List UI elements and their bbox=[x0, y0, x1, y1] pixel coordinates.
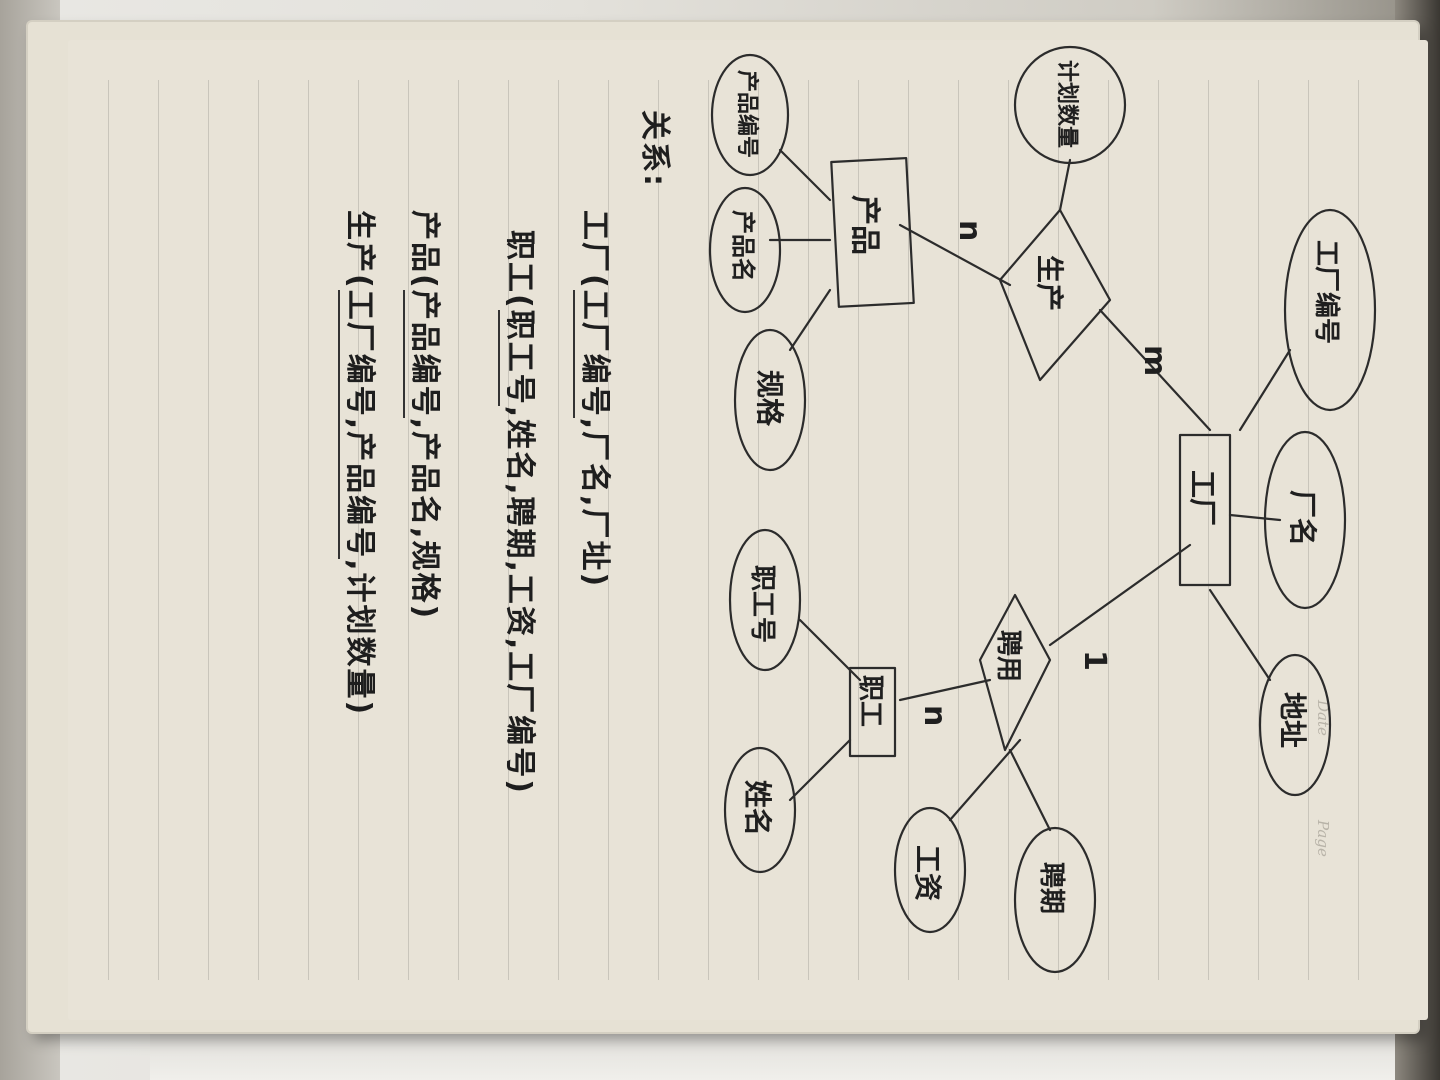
svg-text:计划数量: 计划数量 bbox=[1054, 60, 1080, 148]
attr-employee-id: 职工号 bbox=[728, 528, 802, 672]
ruled-line bbox=[558, 80, 559, 980]
line-employ-employee bbox=[898, 678, 992, 702]
ruled-line bbox=[908, 80, 909, 980]
ruled-line bbox=[258, 80, 259, 980]
attr-planned-qty: 计划数量 bbox=[1013, 45, 1127, 165]
primary-key: 产品编号 bbox=[403, 289, 442, 418]
svg-text:规格: 规格 bbox=[753, 370, 786, 427]
line-factory-address bbox=[1208, 588, 1272, 682]
primary-key: 工厂编号,产品编号 bbox=[338, 289, 377, 560]
ruled-line bbox=[1108, 80, 1109, 980]
ruled-line bbox=[808, 80, 809, 980]
line-product-spec bbox=[788, 288, 832, 352]
ruled-line bbox=[408, 80, 409, 980]
line-factory-name bbox=[1228, 513, 1282, 522]
relationship-produce: 生产 bbox=[998, 208, 1112, 382]
notebook-page-surface bbox=[68, 40, 1428, 1020]
line-factory-id bbox=[1238, 348, 1292, 432]
svg-text:职工号: 职工号 bbox=[747, 565, 777, 643]
entity-factory: 工厂 bbox=[1178, 433, 1232, 587]
relationship-employ: 聘用 bbox=[978, 593, 1052, 752]
attr-employ-period: 聘期 bbox=[1013, 826, 1097, 974]
ruled-line bbox=[1358, 80, 1359, 980]
svg-text:产品编号: 产品编号 bbox=[734, 70, 760, 158]
ruled-line bbox=[658, 80, 659, 980]
connector-lines bbox=[768, 148, 1292, 832]
ruled-line bbox=[708, 80, 709, 980]
entity-employee: 职工 bbox=[848, 666, 897, 758]
svg-text:工厂编号: 工厂编号 bbox=[1311, 240, 1342, 344]
svg-text:产品: 产品 bbox=[847, 195, 882, 255]
attr-wage: 工资 bbox=[893, 806, 967, 934]
notebook-page bbox=[28, 22, 1428, 1032]
ruled-line bbox=[1308, 80, 1309, 980]
line-employee-name bbox=[788, 738, 852, 802]
primary-key: 工厂编号 bbox=[573, 289, 612, 418]
svg-text:厂名: 厂名 bbox=[1286, 490, 1319, 546]
attr-address: 地址 bbox=[1258, 653, 1332, 797]
ruled-line bbox=[108, 80, 109, 980]
notes-heading: 关系: bbox=[637, 110, 672, 188]
line-product-id bbox=[778, 148, 832, 202]
cardinality-produce-product: n bbox=[952, 220, 987, 241]
svg-text:聘用: 聘用 bbox=[993, 630, 1023, 682]
entity-product: 产品 bbox=[830, 157, 915, 308]
schema-produce: 生产(工厂编号,产品编号,计划数量) bbox=[338, 210, 385, 716]
line-factory-employ bbox=[1048, 543, 1192, 647]
ruled-line bbox=[858, 80, 859, 980]
ruled-line bbox=[208, 80, 209, 980]
svg-text:工厂: 工厂 bbox=[1186, 470, 1219, 526]
line-employ-wage bbox=[948, 738, 1022, 822]
ruled-line bbox=[608, 80, 609, 980]
line-factory-produce bbox=[1098, 308, 1212, 432]
line-produce-qty bbox=[1058, 158, 1072, 212]
cardinality-produce-factory: m bbox=[1137, 345, 1172, 376]
schema-factory: 工厂(工厂编号,厂名,厂址) bbox=[573, 210, 620, 588]
attr-name: 姓名 bbox=[723, 746, 797, 874]
svg-text:生产: 生产 bbox=[1033, 255, 1066, 311]
attr-product-name: 产品名 bbox=[708, 186, 782, 314]
attr-product-id: 产品编号 bbox=[710, 53, 790, 177]
svg-text:姓名: 姓名 bbox=[741, 780, 774, 836]
page-label: Page bbox=[1314, 819, 1332, 857]
ruled-line bbox=[1008, 80, 1009, 980]
ruled-line bbox=[1058, 80, 1059, 980]
attr-factory-id: 工厂编号 bbox=[1283, 208, 1377, 412]
ruled-line bbox=[158, 80, 159, 980]
schema-employee: 职工(职工号,姓名,聘期,工资,工厂编号) bbox=[498, 230, 545, 795]
line-produce-product bbox=[898, 223, 1012, 287]
cardinality-employ-employee: n bbox=[917, 705, 952, 726]
svg-text:聘期: 聘期 bbox=[1036, 862, 1066, 914]
attr-factory-name: 厂名 bbox=[1263, 430, 1347, 610]
svg-text:工资: 工资 bbox=[911, 845, 944, 901]
svg-text:产品名: 产品名 bbox=[729, 210, 757, 282]
ruled-line bbox=[1158, 80, 1159, 980]
attr-spec: 规格 bbox=[733, 328, 807, 472]
svg-text:地址: 地址 bbox=[1276, 692, 1309, 748]
ruled-line bbox=[508, 80, 509, 980]
line-employ-period bbox=[1008, 748, 1052, 832]
ruled-line bbox=[1258, 80, 1259, 980]
ruled-line bbox=[308, 80, 309, 980]
ruled-line bbox=[458, 80, 459, 980]
ruled-line bbox=[358, 80, 359, 980]
ruled-line bbox=[1208, 80, 1209, 980]
svg-text:职工: 职工 bbox=[855, 675, 885, 727]
cardinality-employ-factory: 1 bbox=[1077, 650, 1112, 671]
primary-key: 职工号 bbox=[498, 309, 537, 406]
date-label: Date bbox=[1314, 699, 1332, 736]
ruled-line bbox=[958, 80, 959, 980]
schema-product: 产品(产品编号,产品名,规格) bbox=[403, 210, 450, 620]
